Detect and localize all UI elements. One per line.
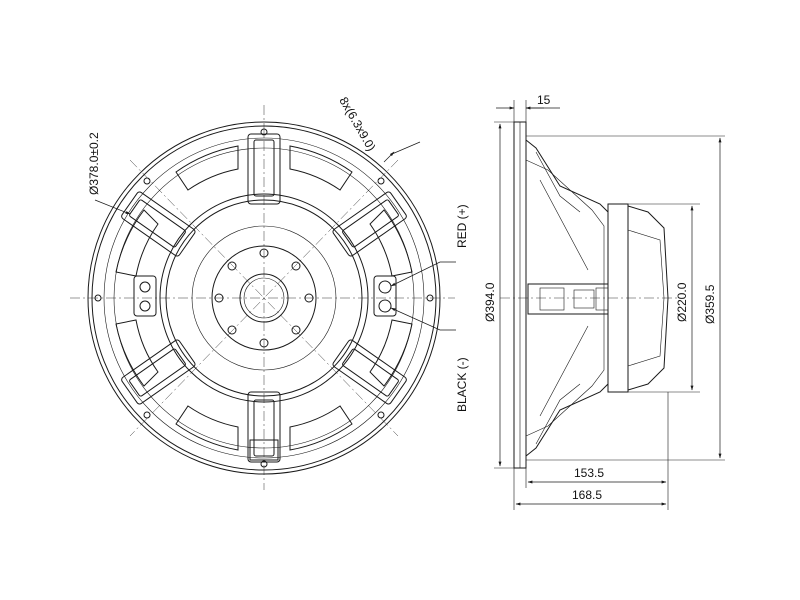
black-terminal (378, 299, 392, 313)
basket-windows (115, 145, 413, 451)
outer-diameter-label: Ø378.0±0.2 (87, 132, 101, 195)
magnet-outer-plate (159, 193, 369, 403)
terminals (133, 275, 397, 317)
frame-outer-edge (87, 121, 441, 475)
depth-label: 153.5 (574, 466, 604, 480)
basket-spokes (121, 133, 407, 463)
black-terminal-label: BLACK (-) (455, 357, 469, 412)
basket-ring (113, 147, 415, 449)
pole-vent-holes (214, 248, 314, 348)
front-view: Ø378.0±0.2 8x(6.3x9.0) RED (+) BLACK (-) (70, 95, 469, 490)
magnet-ring (191, 225, 337, 371)
frame-diameter-label: Ø359.5 (703, 284, 717, 324)
overall-diameter-label: Ø394.0 (483, 282, 497, 322)
vent-mesh (243, 277, 285, 319)
frame-outer-edge-inner (91, 125, 437, 471)
front-diagonal-centerline-a (129, 159, 399, 437)
dust-cap (239, 273, 289, 323)
front-diagonal-centerline-b (129, 159, 399, 437)
magnet-back (627, 205, 669, 391)
mounting-flange-ring (103, 137, 425, 459)
side-view: 15 Ø394.0 Ø220.0 Ø359.5 153.5 168.5 (483, 93, 725, 510)
red-terminal (378, 280, 392, 294)
pole-plate (211, 245, 317, 351)
magnet-plate-edge (165, 199, 363, 397)
flange-thickness-label: 15 (537, 93, 551, 107)
magnet-diameter-label: Ø220.0 (675, 282, 689, 322)
mounting-holes (94, 128, 434, 468)
red-terminal-label: RED (+) (455, 204, 469, 248)
overall-depth-label: 168.5 (572, 488, 602, 502)
